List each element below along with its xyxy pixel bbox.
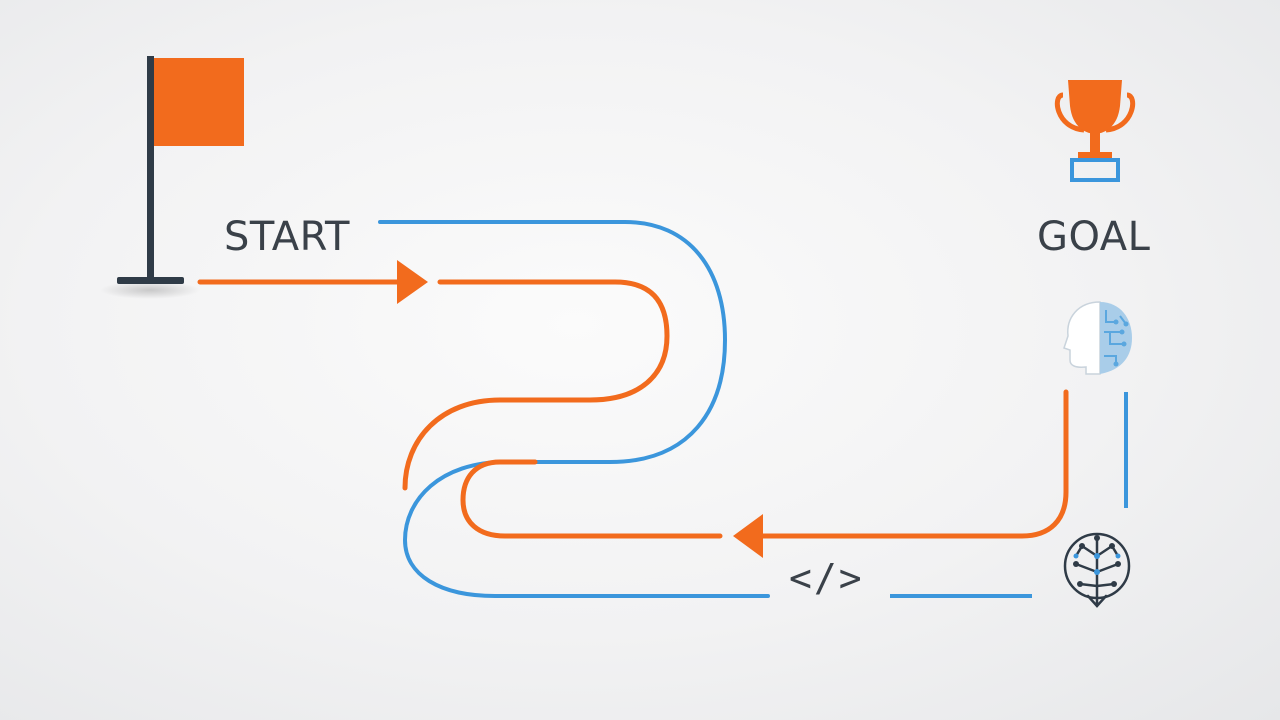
code-icon: </>: [789, 556, 864, 600]
orange-path: [402, 279, 670, 491]
goal-label: GOAL: [1037, 214, 1151, 260]
neural-tree-icon: [1063, 532, 1131, 608]
orange-return-path: [760, 389, 1069, 539]
start-label: START: [224, 214, 350, 260]
blue-path: [378, 220, 770, 598]
trophy-icon: [1054, 80, 1136, 182]
flag-icon: [100, 56, 244, 299]
arrow-left-icon: [733, 514, 763, 558]
arrow-right-icon: [397, 260, 428, 304]
orange-inner-path: [460, 459, 723, 539]
ai-head-icon: [1063, 301, 1132, 375]
